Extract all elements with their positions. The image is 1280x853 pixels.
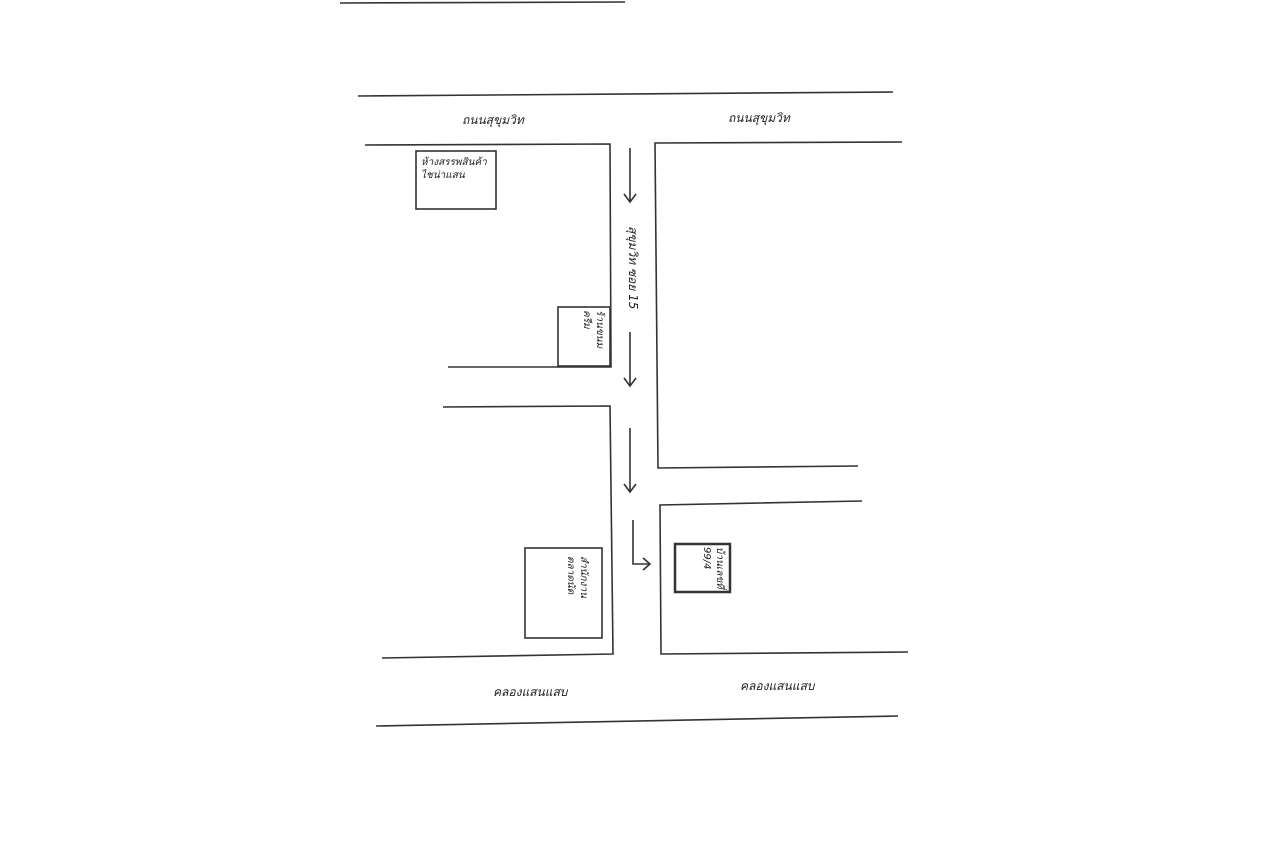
shop-box [557, 306, 611, 367]
canal-bottom-edge [375, 715, 899, 727]
canal-label-left: คลองแสนแสบ [493, 685, 568, 699]
block-bottom-left [381, 405, 614, 659]
mall-label: ห้างสรรพสินค้า ไชน่าแสน [421, 156, 487, 182]
block-top-right [654, 141, 903, 469]
office-label: สำนักงาน ตลาดนัด [564, 556, 590, 598]
office-name-line2: ตลาดนัด [565, 556, 576, 595]
sukhumvit-road-top-edge [357, 91, 894, 97]
house-number-line2: 99/4 [701, 547, 712, 570]
shop-label: ร้านขนม ครีม [580, 310, 606, 348]
shop-name-line2: ครีม [581, 310, 592, 329]
house-number-line1: บ้านเลขที่ [714, 547, 725, 589]
house-label: บ้านเลขที่ 99/4 [700, 547, 726, 589]
road-label-sukhumvit-left: ถนนสุขุมวิท [462, 113, 524, 127]
canal-label-right: คลองแสนแสบ [740, 679, 815, 693]
direction-arrows [623, 148, 652, 571]
office-box [524, 547, 603, 639]
block-top-left [364, 143, 612, 368]
shop-name-line1: ร้านขนม [594, 310, 605, 349]
top-edge-line [339, 1, 626, 4]
block-bottom-right [659, 500, 909, 655]
mall-name-line1: ห้างสรรพสินค้า [421, 157, 487, 168]
soi-label: สุขุมวิท ซอย 15 [626, 226, 640, 310]
mall-name-line2: ไชน่าแสน [421, 170, 465, 181]
house-box [673, 542, 732, 594]
road-label-sukhumvit-right: ถนนสุขุมวิท [728, 111, 790, 125]
office-name-line1: สำนักงาน [578, 556, 589, 598]
mall-box [415, 150, 497, 210]
